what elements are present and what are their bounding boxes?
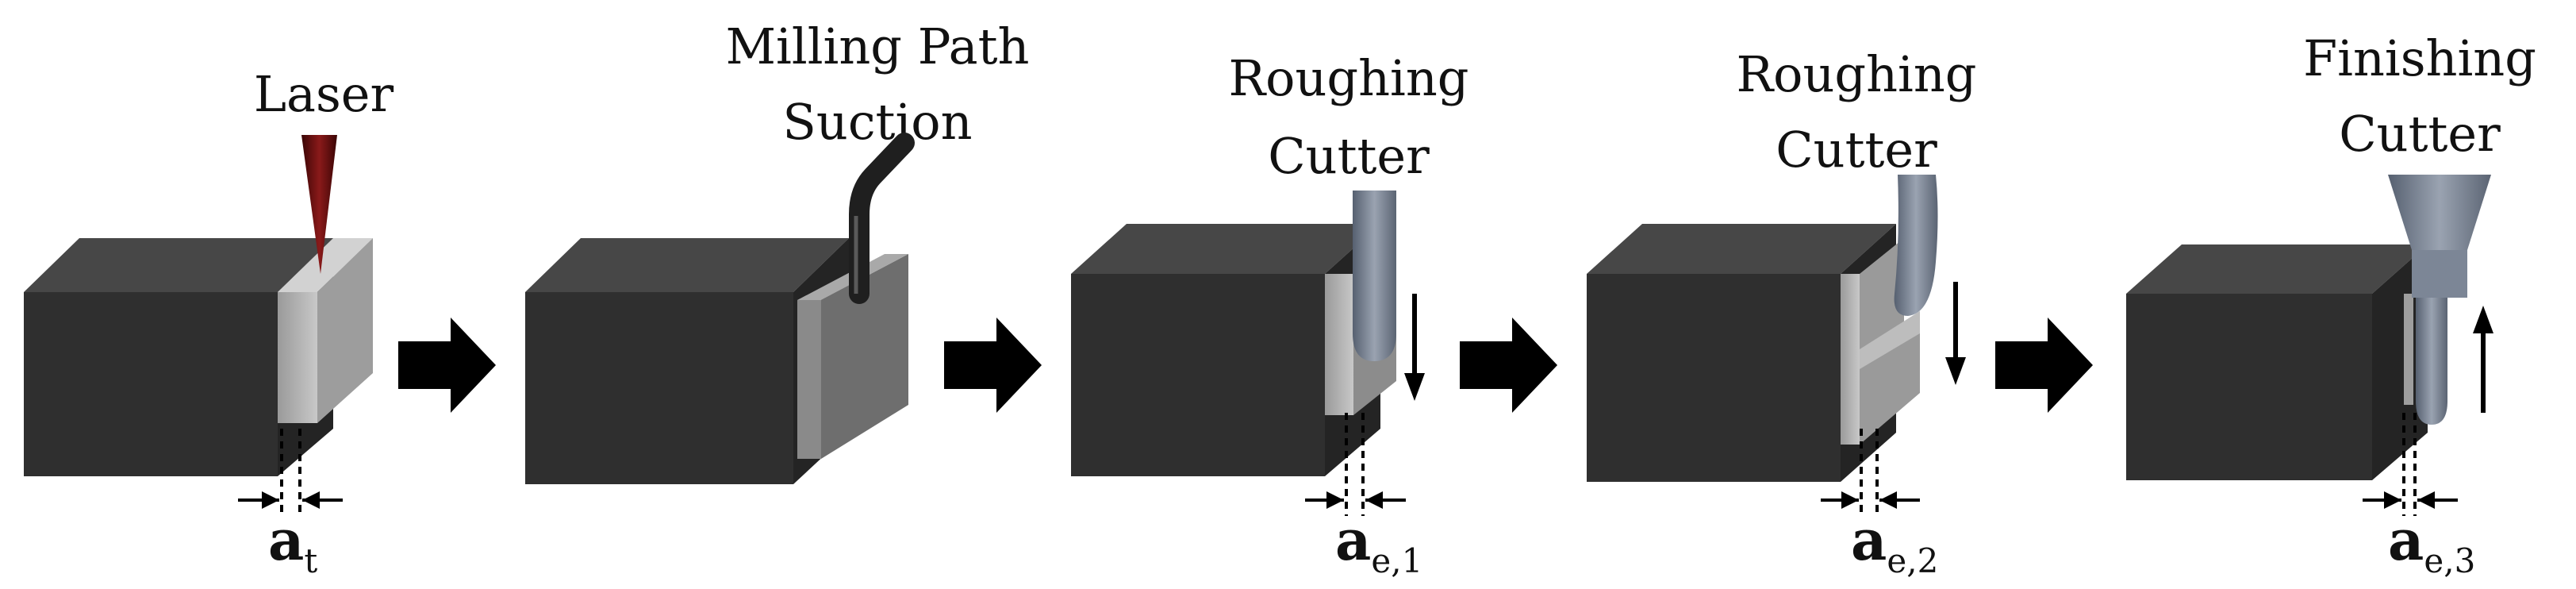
step-3-block-top <box>1071 224 1380 274</box>
process-arrow-1-icon <box>398 318 496 413</box>
process-arrow-2-icon <box>944 318 1042 413</box>
step-5-label-line-1: Finishing <box>2303 29 2536 87</box>
finishing-cutter-holder-icon <box>2388 175 2491 250</box>
step-4-layer-front <box>1841 274 1860 445</box>
step-1-block-top <box>24 238 333 292</box>
step-4-feed-arrowhead <box>1945 357 1966 385</box>
step-5-dim-arrowhead-right <box>2417 491 2435 509</box>
process-arrow-3-icon <box>1460 318 1557 413</box>
step-4-block-front <box>1587 274 1841 482</box>
step-1-layer-side <box>317 238 373 423</box>
roughing-cutter-icon <box>1353 191 1396 361</box>
step-5-dim-arrowhead-left <box>2384 491 2401 509</box>
step-2-label-line-1: Milling Path <box>726 17 1030 75</box>
step-4-label-line-2: Cutter <box>1776 121 1937 179</box>
suction-shoe-side <box>821 254 908 459</box>
step-3-feed-arrowhead <box>1404 373 1425 401</box>
step-5-label-line-2: Cutter <box>2339 105 2501 163</box>
laser-beam-icon <box>301 135 337 274</box>
step-3-label-line-1: Roughing <box>1228 49 1468 107</box>
step-4-block-top <box>1587 224 1896 274</box>
roughing-cutter-2-icon <box>1894 175 1938 316</box>
finishing-cutter-shank <box>2412 250 2467 298</box>
step-5-block-top <box>2126 244 2428 294</box>
step-1-dim-arrowhead-right <box>302 491 320 509</box>
step-4-label-line-1: Roughing <box>1736 45 1976 103</box>
suction-shoe-front <box>797 300 821 459</box>
step-1-label-line-1: Laser <box>254 65 394 123</box>
step-1-laser: Laser at <box>24 65 394 580</box>
step-4-dim-arrowhead-right <box>1879 491 1897 509</box>
step-3-dim-arrowhead-right <box>1365 491 1383 509</box>
step-4-roughing: Roughing Cutter ae,2 <box>1587 45 1977 580</box>
step-5-feed-arrowhead <box>2473 306 2493 333</box>
step-3-layer-front <box>1325 274 1353 415</box>
step-3-roughing: Roughing Cutter ae,1 <box>1071 49 1469 580</box>
process-arrow-4-icon <box>1995 318 2093 413</box>
step-1-layer-front <box>278 292 317 423</box>
step-1-block-front <box>24 292 278 476</box>
step-3-block-front <box>1071 274 1325 476</box>
step-2-suction: Milling Path Suction <box>525 17 1029 484</box>
step-3-label-line-2: Cutter <box>1268 127 1430 185</box>
step-1-dimension-label: at <box>268 507 317 580</box>
step-1-layer-top <box>278 238 373 292</box>
step-4-layer-ledge <box>1860 311 1920 369</box>
step-1-dim-arrowhead-left <box>262 491 279 509</box>
step-5-layer-front <box>2404 294 2413 405</box>
step-5-block-front <box>2126 294 2372 480</box>
suction-pipe-icon <box>849 133 915 304</box>
step-2-label-line-2: Suction <box>782 93 972 151</box>
step-3-dimension-label: ae,1 <box>1335 507 1422 580</box>
step-5-block-side <box>2372 244 2428 480</box>
step-4-dimension-label: ae,2 <box>1851 507 1938 580</box>
step-4-dim-arrowhead-left <box>1841 491 1859 509</box>
step-2-block-top <box>525 238 849 292</box>
step-5-finishing: Finishing Cutter ae,3 <box>2126 29 2536 580</box>
step-3-dim-arrowhead-left <box>1326 491 1344 509</box>
step-5-dimension-label: ae,3 <box>2388 507 2475 580</box>
finishing-cutter-icon <box>2416 298 2447 425</box>
step-2-block-front <box>525 292 793 484</box>
